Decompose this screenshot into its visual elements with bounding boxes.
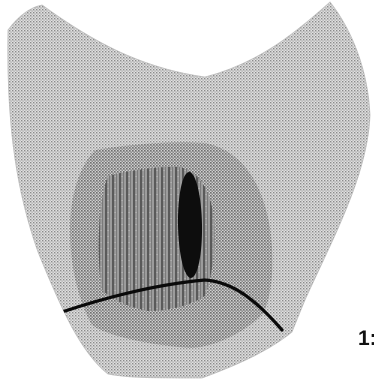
figure-number-label: 1:	[358, 328, 374, 349]
